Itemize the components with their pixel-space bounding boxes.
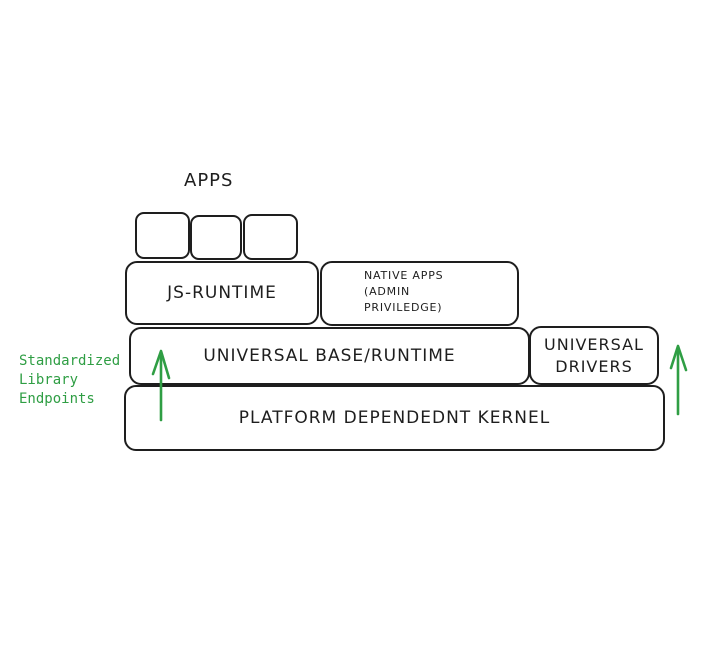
app-slot-1 [135, 212, 190, 259]
native-apps-line-2: (ADMIN [364, 285, 411, 298]
right-up-arrow-icon [669, 344, 688, 416]
universal-base-box: UNIVERSAL BASE/RUNTIME [129, 327, 530, 385]
universal-drivers-line-1: UNIVERSAL [544, 334, 644, 354]
note-line-1: Standardized [19, 353, 121, 369]
note-line-3: Endpoints [19, 391, 95, 407]
apps-title: APPS [184, 170, 234, 191]
universal-base-label: UNIVERSAL BASE/RUNTIME [203, 346, 456, 366]
standardized-library-endpoints-note: Standardized Library Endpoints [19, 352, 120, 409]
native-apps-box [320, 261, 519, 326]
app-slot-3 [243, 214, 298, 260]
kernel-label: PLATFORM DEPENDEDNT KERNEL [238, 408, 551, 428]
app-slot-2 [190, 215, 242, 260]
universal-drivers-label: UNIVERSAL DRIVERS [544, 334, 644, 378]
js-runtime-box: JS-RUNTIME [125, 261, 319, 325]
universal-drivers-box: UNIVERSAL DRIVERS [529, 326, 659, 385]
native-apps-line-1: NATIVE APPS [364, 269, 444, 282]
native-apps-label: NATIVE APPS (ADMIN PRIVILEDGE) [364, 268, 443, 316]
universal-drivers-line-2: DRIVERS [555, 356, 633, 376]
note-line-2: Library [19, 372, 79, 388]
left-up-arrow-icon [151, 349, 171, 422]
kernel-box: PLATFORM DEPENDEDNT KERNEL [124, 385, 665, 451]
native-apps-line-3: PRIVILEDGE) [364, 301, 443, 314]
js-runtime-label: JS-RUNTIME [167, 283, 277, 303]
